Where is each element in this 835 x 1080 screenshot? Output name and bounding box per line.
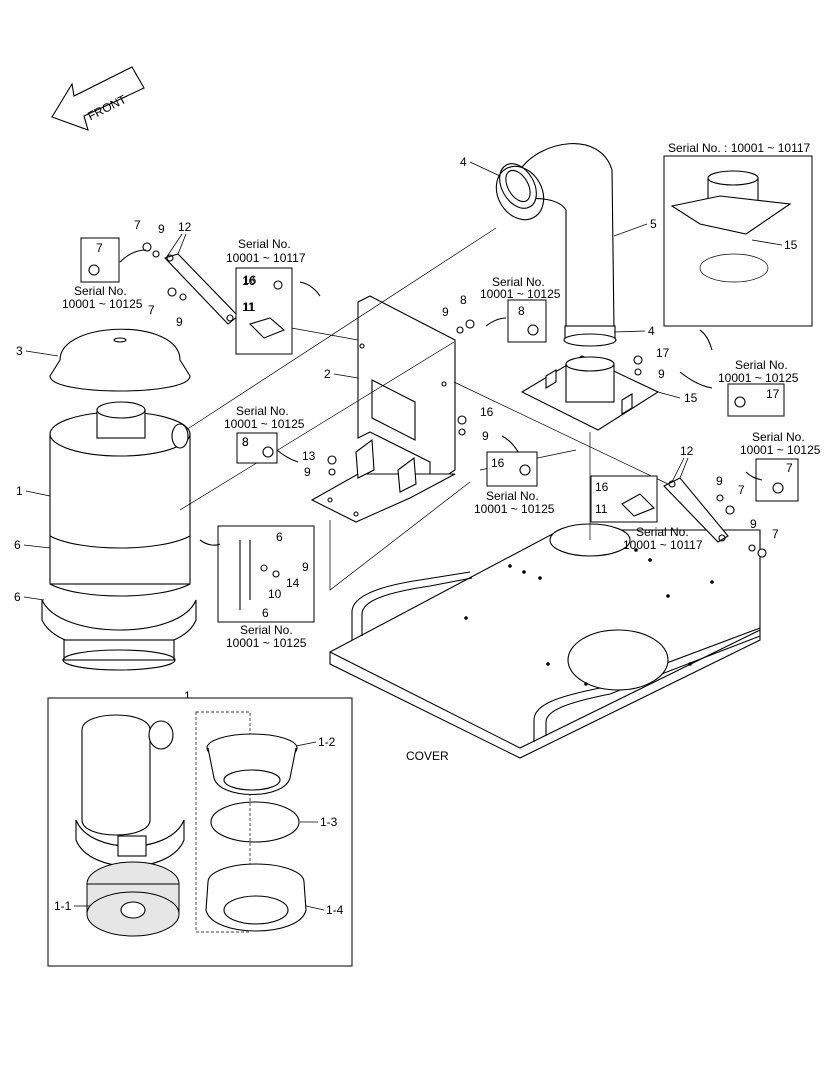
serial-6-range: 10001 ~ 10125: [740, 443, 821, 457]
inset-label-14: 14: [286, 576, 300, 590]
cover-label: COVER: [406, 749, 449, 763]
part-1-4: 1-4: [326, 903, 344, 917]
callout-7c: 7: [738, 483, 745, 497]
serial-1-range: 10001 ~ 10117: [226, 251, 306, 265]
mounting-flange: [520, 355, 660, 431]
inset-box-8-left: 8: [236, 432, 278, 464]
callout-7b: 7: [148, 303, 155, 317]
callout-12b: 12: [680, 444, 694, 458]
inset-box-17: 17: [727, 383, 785, 417]
callout-6a: 6: [14, 538, 21, 552]
part-1-1: 1-1: [54, 899, 72, 913]
serial-2-range: 10001 ~ 10125: [62, 297, 143, 311]
inset-box-left-7: 7: [80, 237, 120, 283]
serial-4-title: Serial No.: [735, 358, 788, 372]
air-cleaner: [41, 401, 197, 671]
inset-box-16-11-right: 16 11: [590, 475, 658, 523]
callout-9d: 9: [658, 367, 665, 381]
callout-5: 5: [650, 217, 657, 231]
callout-17a: 17: [656, 346, 670, 360]
cover-plate: COVER: [329, 449, 761, 763]
serial-1-title: Serial No.: [238, 237, 291, 251]
callout-9a: 9: [158, 222, 165, 236]
callout-2: 2: [324, 367, 331, 381]
callout-9f: 9: [304, 465, 311, 479]
callout-12a: 12: [178, 220, 192, 234]
serial-7-title: Serial No.: [486, 489, 539, 503]
assembly-lines: [179, 227, 735, 591]
inset-box-8-top: 8: [507, 299, 547, 343]
serial-2-title: Serial No.: [74, 284, 127, 298]
cover-holes: [464, 548, 714, 686]
callout-13: 13: [302, 449, 316, 463]
inset-label-16b: 16: [491, 456, 505, 470]
inset-box-16-mid: 16: [486, 451, 538, 487]
pointer-arrows: [119, 249, 763, 546]
callout-9h: 9: [750, 517, 757, 531]
callout-7d: 7: [772, 527, 779, 541]
serial-9-range: 10001 ~ 10125: [226, 636, 307, 650]
serial-5-range: 10001 ~ 10125: [224, 417, 305, 431]
inset-label-16c: 16: [595, 480, 609, 494]
inset-box-6-clip: 6 9 14 10 6: [217, 525, 315, 623]
subassembly-box: 1 1-1 1-2 1-3 1-4: [47, 689, 353, 967]
inset-label-11c: 11: [595, 502, 608, 516]
serial-8-range: 10001 ~ 10117: [623, 538, 703, 552]
precleaner-cap: [49, 328, 191, 392]
support-bracket: [310, 295, 456, 523]
callout-3: 3: [16, 344, 23, 358]
inset-label-6a: 6: [276, 530, 283, 544]
serial-notes: Serial No. 10001 ~ 10117 Serial No. 1000…: [62, 237, 821, 650]
callout-1: 1: [16, 484, 23, 498]
callout-7a: 7: [134, 218, 141, 232]
inset-label-7: 7: [96, 241, 103, 255]
inset-label-11: 11: [243, 300, 256, 314]
inset-label-8b: 8: [242, 435, 249, 449]
inset-label-8a: 8: [518, 304, 525, 318]
callout-15a: 15: [684, 391, 698, 405]
right-stay-bracket: [663, 477, 729, 543]
callouts: 4 5 7 9 12 16 7 9 3 2 9 8 4 17 9 15 16 9…: [14, 155, 779, 604]
callout-16a: 16: [242, 274, 256, 288]
callout-9c: 9: [442, 305, 449, 319]
hose-clamp: [495, 165, 545, 221]
serial-inset-topright: Serial No. : 10001 ~ 10117 15: [663, 141, 813, 327]
callout-9e: 9: [482, 429, 489, 443]
serial-6-title: Serial No.: [752, 430, 805, 444]
callout-11a: 11: [242, 300, 255, 314]
part-1-3: 1-3: [320, 815, 338, 829]
serial-3-range: 10001 ~ 10125: [480, 287, 561, 301]
callout-6b: 6: [14, 590, 21, 604]
inset-label-16: 16: [243, 273, 257, 287]
callout-9b: 9: [176, 315, 183, 329]
callout-4a: 4: [460, 155, 467, 169]
inset-label-17: 17: [766, 387, 780, 401]
callout-16b: 16: [480, 405, 494, 419]
intake-elbow-pipe: [499, 143, 617, 347]
fasteners: [142, 242, 767, 558]
inset-label-6b: 6: [262, 606, 269, 620]
serial-7-range: 10001 ~ 10125: [474, 502, 555, 516]
subassembly-title: 1: [184, 689, 191, 703]
inset-label-7b: 7: [786, 461, 793, 475]
callout-8a: 8: [460, 293, 467, 307]
front-arrow: FRONT: [51, 66, 145, 131]
inset-label-10: 10: [268, 587, 282, 601]
callout-9g: 9: [716, 474, 723, 488]
callout-8b: 8: [242, 435, 249, 449]
inset-label-15: 15: [784, 238, 798, 252]
serial-3-title: Serial No.: [492, 275, 545, 289]
serial-9-title: Serial No.: [240, 623, 293, 637]
serial-8-title: Serial No.: [636, 525, 689, 539]
serial-5-title: Serial No.: [236, 404, 289, 418]
serial-4-range: 10001 ~ 10125: [718, 371, 799, 385]
inset-label-9: 9: [302, 560, 309, 574]
part-1-2: 1-2: [318, 735, 336, 749]
inset-box-16-11: 16 11: [235, 267, 293, 355]
callout-4b: 4: [648, 324, 655, 338]
serial-note-10: Serial No. : 10001 ~ 10117: [668, 141, 811, 155]
inset-box-right-7: 7: [755, 458, 799, 502]
